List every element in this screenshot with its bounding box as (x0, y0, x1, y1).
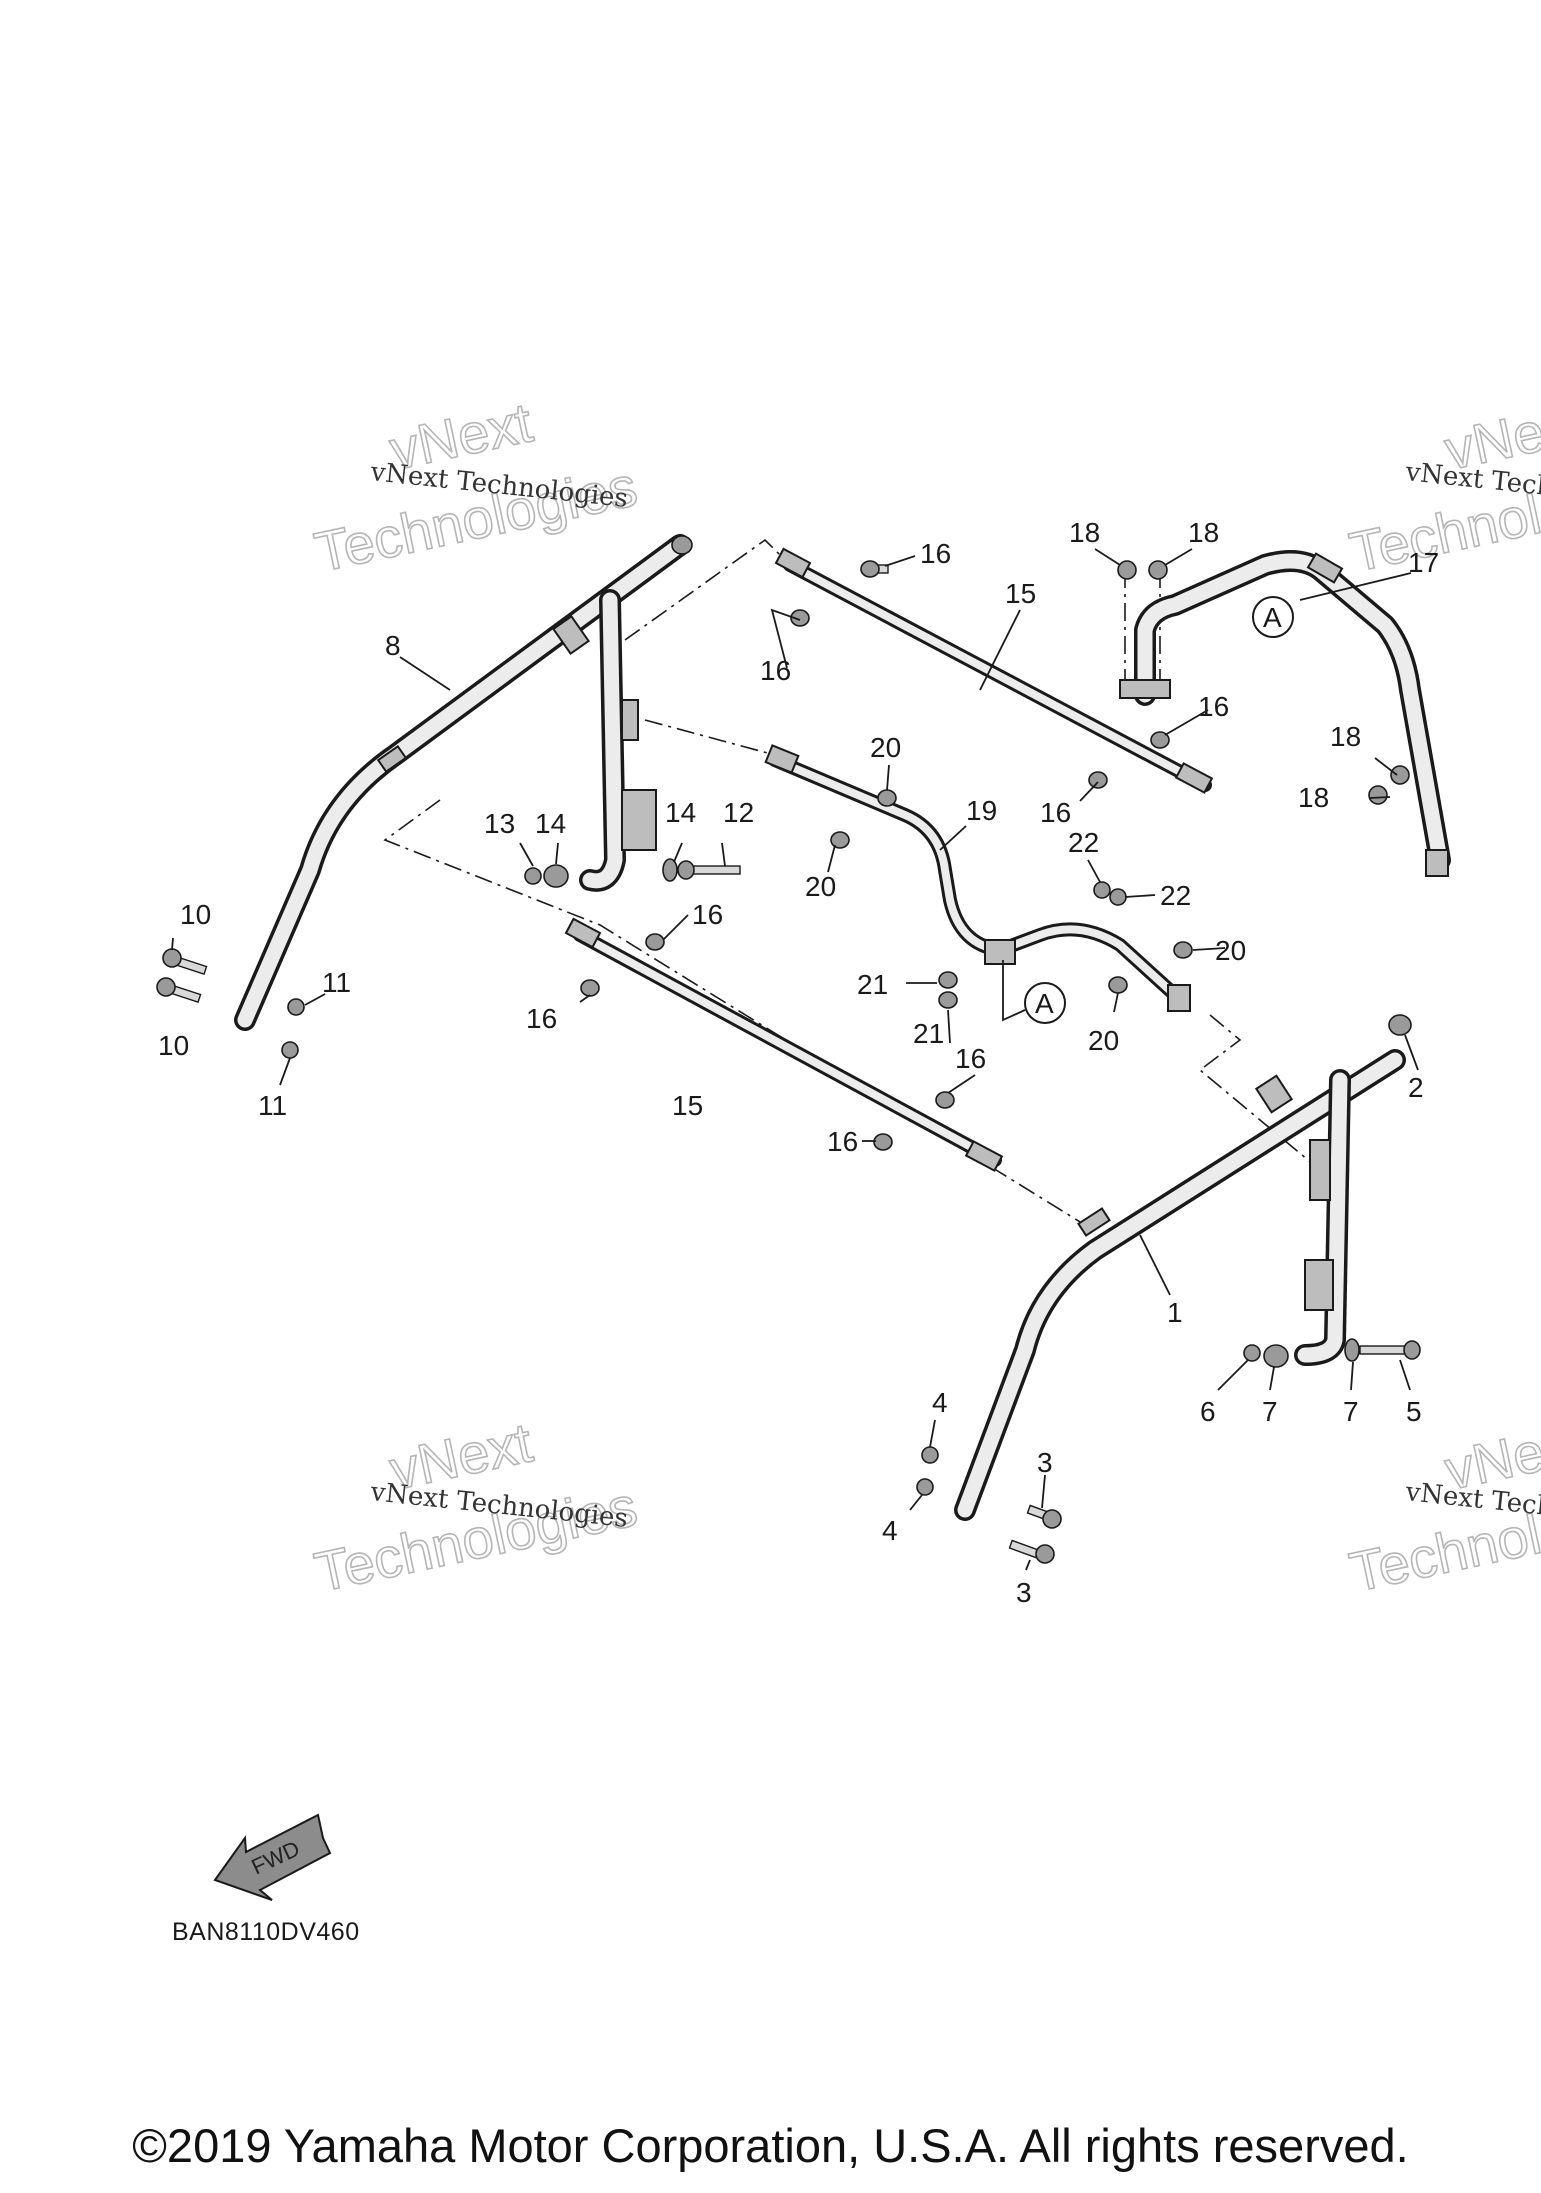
callout-13: 13 (484, 808, 515, 839)
callout-11: 11 (322, 967, 351, 998)
callout-5: 5 (1406, 1396, 1422, 1427)
watermark-bottom-left: vNext Technologies vNext Technologies (309, 1409, 643, 1604)
fwd-arrow-icon: FWD (213, 1813, 332, 1901)
part-17-rear-hoop (1119, 550, 1451, 877)
callout-2: 2 (1408, 1072, 1424, 1103)
reference-a-center: A (1002, 960, 1066, 1024)
watermark-top-left: vNext Technologies vNext Technologies (309, 389, 643, 584)
callout-16: 16 (920, 538, 951, 569)
callout-10: 10 (180, 899, 211, 930)
callout-6: 6 (1200, 1396, 1216, 1427)
callout-15: 15 (1005, 578, 1036, 609)
reference-a-top: A (1252, 596, 1294, 638)
callout-4: 4 (932, 1387, 948, 1418)
callout-16: 16 (1040, 797, 1071, 828)
callout-16: 16 (1198, 691, 1229, 722)
callout-7: 7 (1343, 1396, 1359, 1427)
watermark-top-right: vNext Technologies vNext Technologies (1344, 389, 1541, 584)
callout-8: 8 (385, 630, 401, 661)
part-8-tube (234, 534, 693, 1031)
callout-12: 12 (723, 797, 754, 828)
callout-16: 16 (827, 1126, 858, 1157)
callout-21: 21 (913, 1018, 944, 1049)
callout-16: 16 (692, 899, 723, 930)
fasteners (156, 560, 1421, 1564)
callout-21: 21 (857, 969, 888, 1000)
callout-3: 3 (1016, 1577, 1032, 1608)
callout-3: 3 (1037, 1447, 1053, 1478)
part-19-center-brace (764, 744, 1191, 1012)
callout-14: 14 (535, 808, 566, 839)
svg-text:A: A (1263, 602, 1282, 633)
part-15-top-crossbar (774, 547, 1214, 794)
callout-20: 20 (805, 871, 836, 902)
callout-16: 16 (760, 655, 791, 686)
callout-7: 7 (1262, 1396, 1278, 1427)
callout-16: 16 (526, 1003, 557, 1034)
callout-18: 18 (1330, 721, 1361, 752)
callout-19: 19 (966, 795, 997, 826)
svg-text:A: A (1035, 988, 1054, 1019)
part-15-lower-crossbar (564, 917, 1004, 1172)
callout-18: 18 (1188, 517, 1219, 548)
callout-22: 22 (1160, 880, 1191, 911)
callout-4: 4 (882, 1515, 898, 1546)
callout-10: 10 (158, 1030, 189, 1061)
assembly-lines (383, 538, 1321, 1226)
callout-14: 14 (665, 797, 696, 828)
callout-22: 22 (1068, 827, 1099, 858)
diagram-code: BAN8110DV460 (172, 1918, 360, 1946)
callout-20: 20 (870, 732, 901, 763)
part-1-tube (954, 1014, 1412, 1521)
callout-18: 18 (1069, 517, 1100, 548)
watermark-bottom-right: vNext Technologies vNext Technologies (1344, 1409, 1541, 1604)
callout-15: 15 (672, 1090, 703, 1121)
leader-lines (171, 548, 1419, 1571)
callout-11: 11 (258, 1090, 287, 1121)
callout-16: 16 (955, 1043, 986, 1074)
callout-18: 18 (1298, 782, 1329, 813)
callout-20: 20 (1215, 935, 1246, 966)
callout-20: 20 (1088, 1025, 1119, 1056)
callout-1: 1 (1167, 1297, 1183, 1328)
copyright-notice: ©2019 Yamaha Motor Corporation, U.S.A. A… (132, 2119, 1409, 2172)
callout-17: 17 (1408, 547, 1439, 578)
callout-labels: 8 16 16 15 18 18 17 16 20 19 16 18 18 13… (158, 517, 1439, 1608)
